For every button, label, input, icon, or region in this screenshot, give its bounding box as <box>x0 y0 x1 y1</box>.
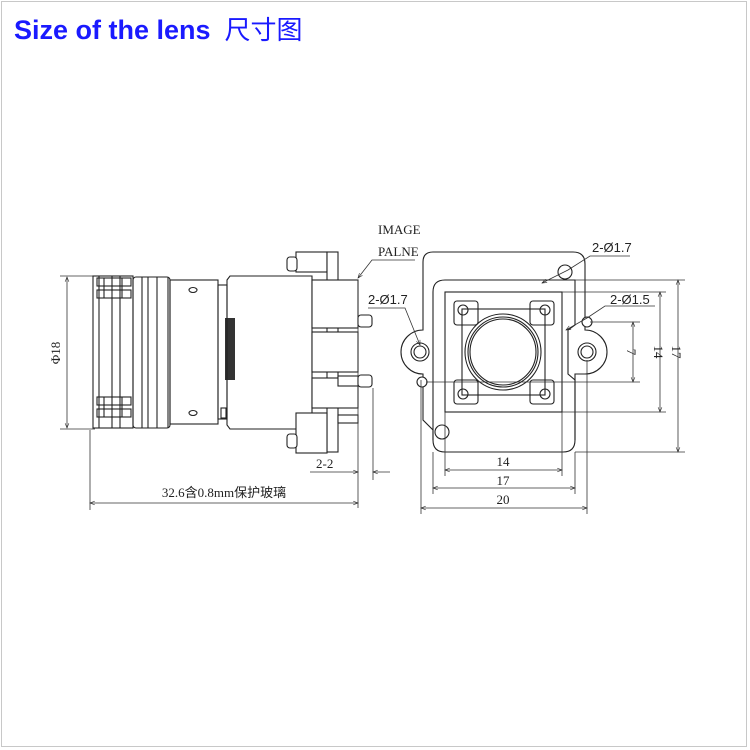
inner-plate <box>444 291 563 413</box>
hole-top-label: 2-Ø1.7 <box>592 240 632 255</box>
lens-focus-ring <box>92 275 134 429</box>
lens-mount <box>286 251 373 454</box>
height-17-label: 17 <box>669 346 684 360</box>
page-title: Size of the lens 尺寸图 <box>14 10 303 47</box>
pin <box>357 374 373 388</box>
lens-grooves <box>132 276 171 429</box>
image-plane-label: IMAGE <box>378 222 421 237</box>
hole-small-label: 2-Ø1.5 <box>610 292 650 307</box>
title-cn: 尺寸图 <box>224 16 303 46</box>
height-7-label: 7 <box>624 349 639 356</box>
length-label: 32.6含0.8mm保护玻璃 <box>162 485 286 500</box>
sensor-square <box>461 308 546 396</box>
width-20-label: 20 <box>497 492 510 507</box>
thread-section <box>225 318 235 380</box>
front-view: 2-Ø1.7 2-Ø1.5 2-Ø1.7 14 17 20 7 14 17 <box>368 240 685 514</box>
side-view: Φ18 <box>48 222 421 510</box>
height-14-label: 14 <box>651 346 666 360</box>
lens-barrel <box>169 279 235 425</box>
lens-holder-body <box>226 275 313 430</box>
mount-outline <box>400 251 608 453</box>
width-17-label: 17 <box>497 473 511 488</box>
flange-dim-label: 2-2 <box>316 456 333 471</box>
hole-left-label: 2-Ø1.7 <box>368 292 408 307</box>
screw-icon <box>188 409 198 417</box>
pin <box>357 314 373 328</box>
screw-icon <box>188 286 198 294</box>
lens-circle <box>464 313 542 391</box>
image-plane-label-2: PALNE <box>378 244 419 259</box>
diameter-label: Φ18 <box>48 342 63 365</box>
title-en: Size of the lens <box>14 15 211 45</box>
width-14-label: 14 <box>497 454 511 469</box>
corner-pads <box>453 300 555 405</box>
